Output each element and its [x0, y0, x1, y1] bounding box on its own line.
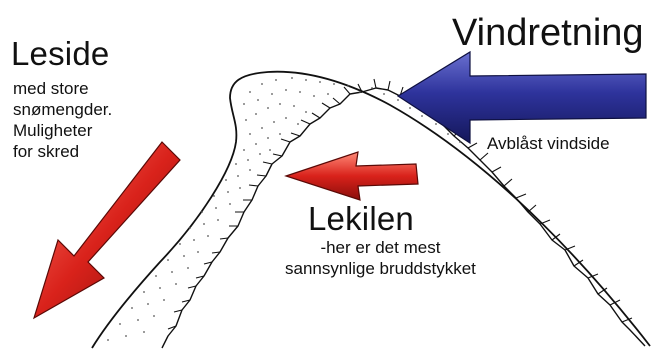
lee-wedge-description: -her er det mest sannsynlige bruddstykke… — [285, 237, 476, 279]
lee-wedge-title: Lekilen — [308, 200, 414, 238]
wind-arrow-icon — [398, 52, 646, 143]
slide-arrow-icon — [34, 142, 180, 318]
lee-side-description: med store snømengder. Muligheter for skr… — [13, 78, 112, 162]
wedge-arrow-icon — [286, 152, 418, 200]
wind-direction-label: Vindretning — [452, 12, 644, 55]
windward-side-label: Avblåst vindside — [487, 134, 610, 154]
lee-side-title: Leside — [11, 35, 109, 73]
